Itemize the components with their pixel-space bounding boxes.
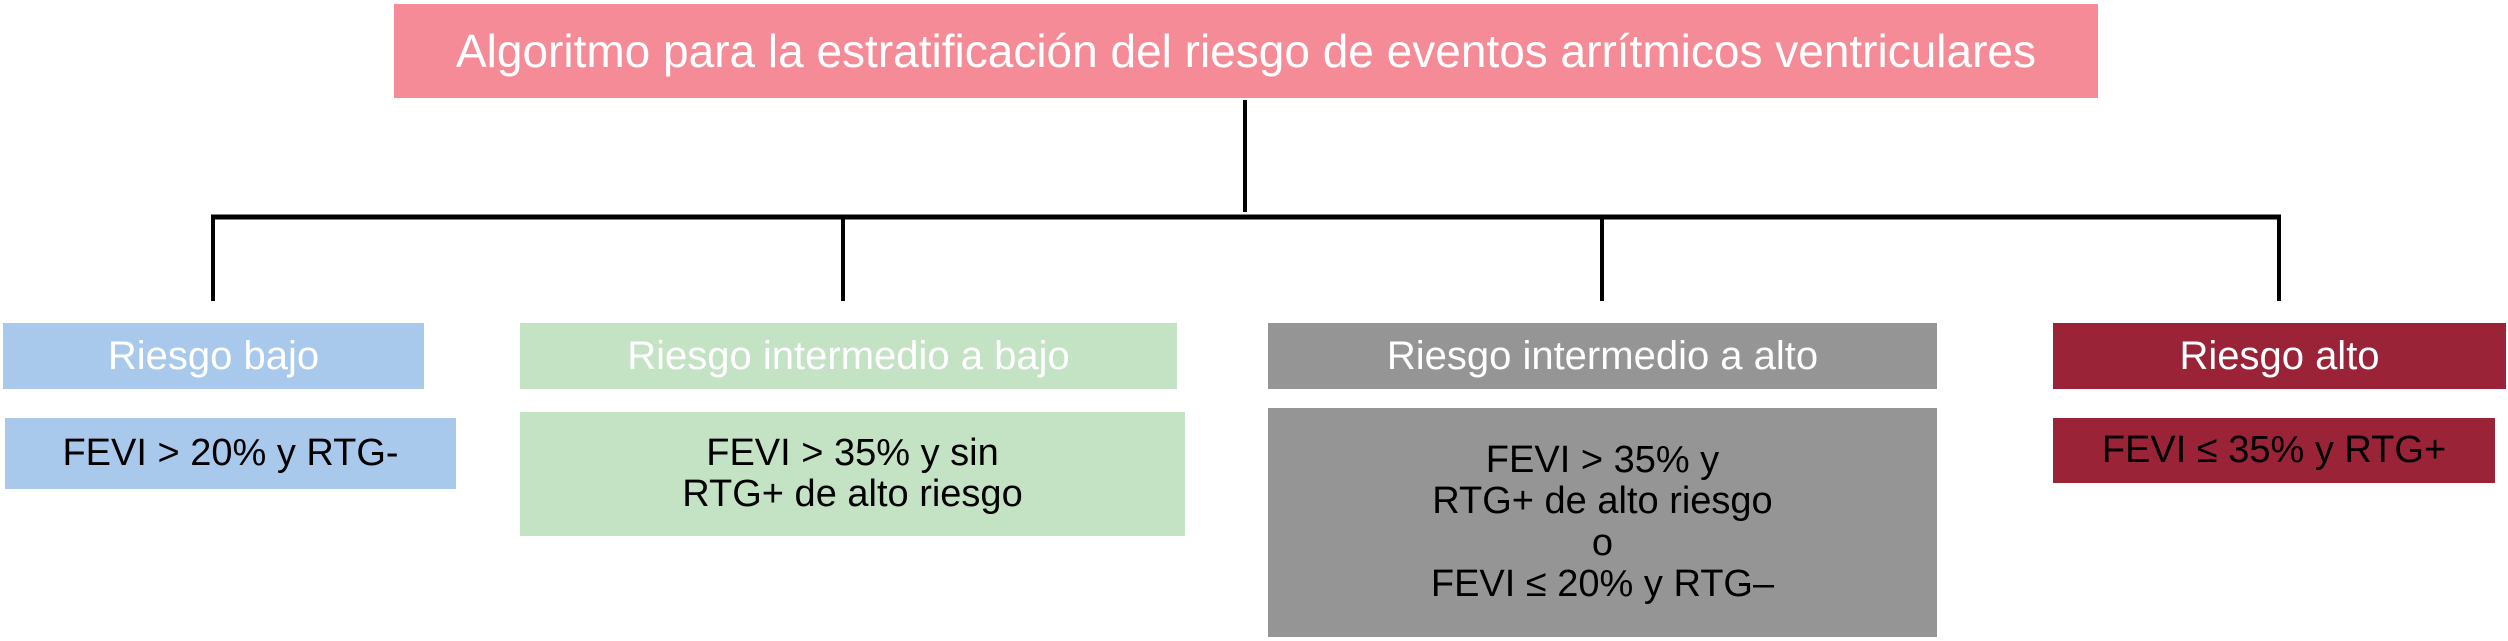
- category-header-low-risk: Riesgo bajo: [3, 323, 424, 389]
- category-criteria-intermediate-low-risk-text: FEVI > 35% y sin RTG+ de alto riesgo: [682, 431, 1023, 515]
- category-header-high-risk-text: Riesgo alto: [2179, 334, 2380, 378]
- category-header-intermediate-high-risk-text: Riesgo intermedio a alto: [1386, 334, 1819, 378]
- category-criteria-intermediate-low-risk: FEVI > 35% y sin RTG+ de alto riesgo: [520, 412, 1185, 536]
- category-header-low-risk-text: Riesgo bajo: [107, 334, 320, 378]
- category-criteria-high-risk-text: FEVI ≤ 35% y RTG+: [2101, 428, 2447, 471]
- category-criteria-low-risk: FEVI > 20% y RTG-: [5, 418, 456, 489]
- diagram-title-text: Algoritmo para la estratificación del ri…: [455, 25, 2037, 77]
- category-header-high-risk: Riesgo alto: [2053, 323, 2506, 389]
- category-criteria-high-risk: FEVI ≤ 35% y RTG+: [2053, 418, 2495, 483]
- category-header-intermediate-low-risk: Riesgo intermedio a bajo: [520, 323, 1177, 389]
- category-criteria-low-risk-text: FEVI > 20% y RTG-: [62, 431, 399, 474]
- category-header-intermediate-low-risk-text: Riesgo intermedio a bajo: [627, 334, 1070, 378]
- diagram-title: Algoritmo para la estratificación del ri…: [394, 4, 2098, 98]
- category-criteria-intermediate-high-risk: FEVI > 35% y RTG+ de alto riesgo o FEVI …: [1268, 408, 1937, 637]
- category-criteria-intermediate-high-risk-text: FEVI > 35% y RTG+ de alto riesgo o FEVI …: [1430, 439, 1775, 605]
- category-header-intermediate-high-risk: Riesgo intermedio a alto: [1268, 323, 1937, 389]
